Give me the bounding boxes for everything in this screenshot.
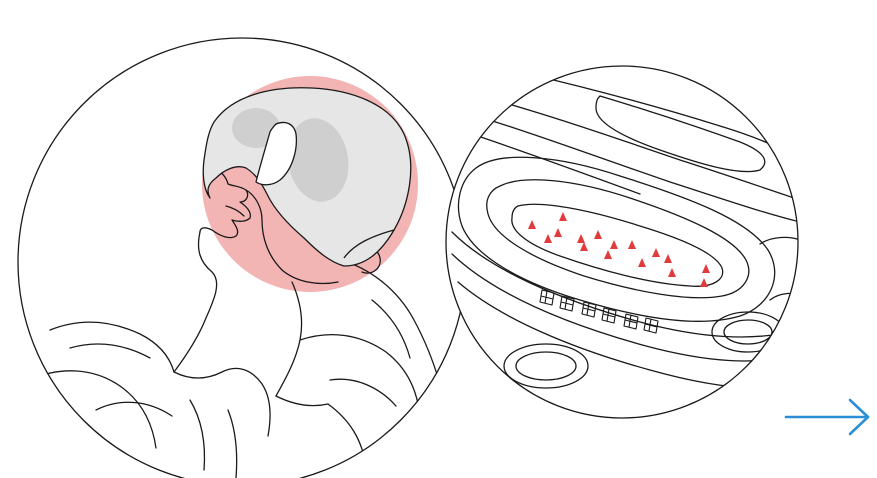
right-panel-circle <box>446 66 798 418</box>
arrow-right-icon[interactable] <box>776 392 876 442</box>
right-panel-heating-closeup <box>446 66 800 418</box>
left-panel-person-with-mask <box>18 38 466 478</box>
